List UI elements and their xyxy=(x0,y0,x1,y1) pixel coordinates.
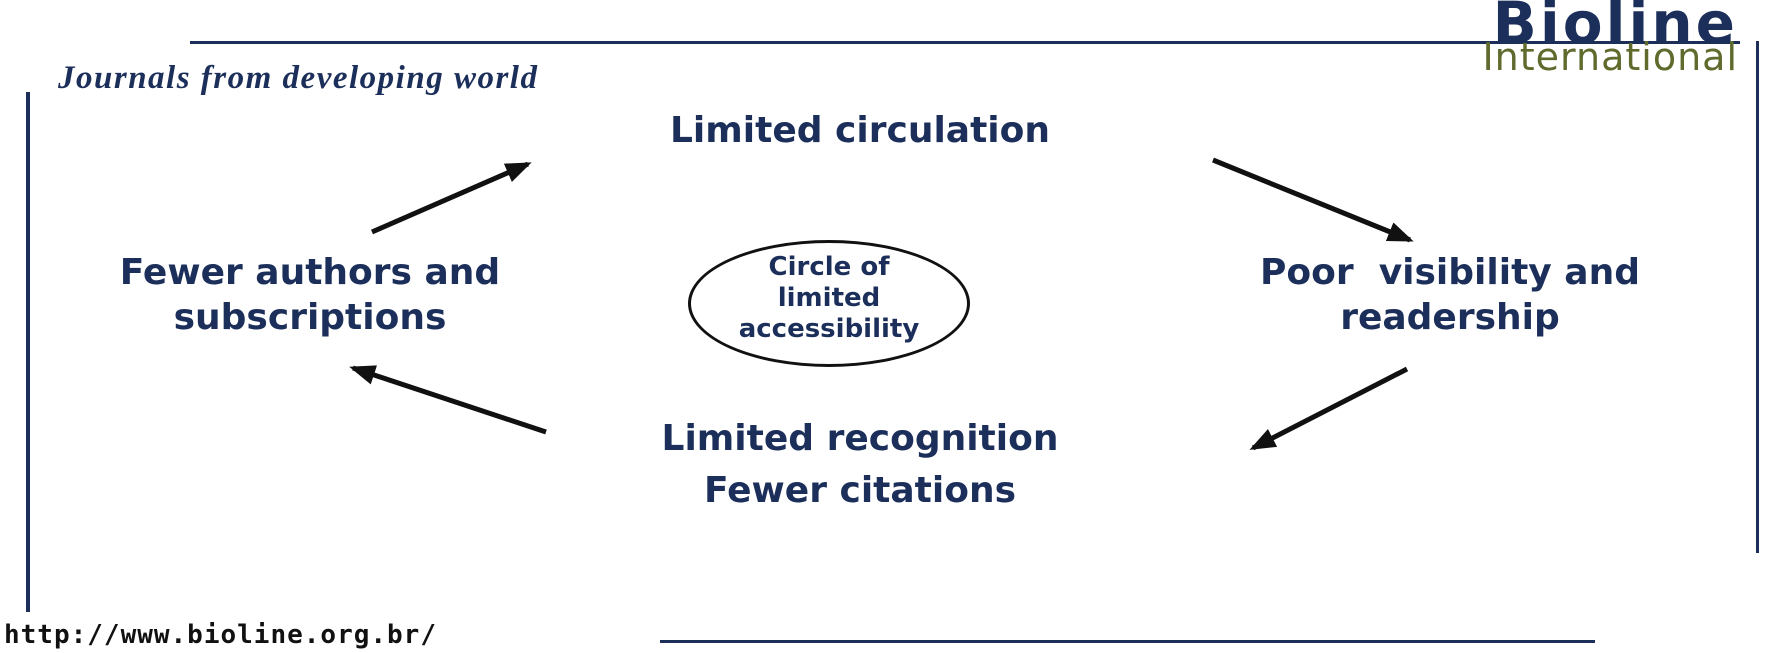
node-right-line-2: readership xyxy=(1340,297,1560,338)
right-rule xyxy=(1756,41,1759,553)
footer-url[interactable]: http://www.bioline.org.br/ xyxy=(4,620,437,650)
top-rule xyxy=(190,41,1740,44)
center-label: Circle of limited accessibility xyxy=(688,252,970,346)
node-fewer-citations: Fewer citations xyxy=(540,468,1180,513)
page-title: Journals from developing world xyxy=(58,60,539,96)
arrow-top-to-right xyxy=(1212,157,1414,243)
bottom-rule xyxy=(660,640,1595,643)
node-poor-visibility: Poor visibility and readership xyxy=(1150,250,1750,340)
logo-name: Bioline xyxy=(1492,0,1738,57)
left-rule xyxy=(26,92,30,612)
node-limited-circulation: Limited circulation xyxy=(540,108,1180,153)
logo-subtitle: International xyxy=(1482,35,1738,79)
arrow-left-to-top xyxy=(371,161,532,235)
node-top-line: Limited circulation xyxy=(669,110,1050,151)
center-line-3: accessibility xyxy=(738,314,920,345)
center-line-1: Circle of xyxy=(768,252,890,282)
arrow-bottom-to-left xyxy=(349,365,547,435)
arrow-right-to-bottom xyxy=(1249,366,1409,451)
node-right-line-1: Poor visibility and xyxy=(1260,252,1640,293)
node-left-line-2: subscriptions xyxy=(173,297,447,338)
node-bottom-line-2: Fewer citations xyxy=(703,470,1017,511)
node-limited-recognition: Limited recognition xyxy=(540,416,1180,461)
center-ellipse xyxy=(688,240,970,367)
node-fewer-authors: Fewer authors and subscriptions xyxy=(30,250,590,340)
center-line-2: limited xyxy=(777,283,881,314)
node-bottom-line-1: Limited recognition xyxy=(661,418,1059,459)
node-left-line-1: Fewer authors and xyxy=(119,252,501,293)
